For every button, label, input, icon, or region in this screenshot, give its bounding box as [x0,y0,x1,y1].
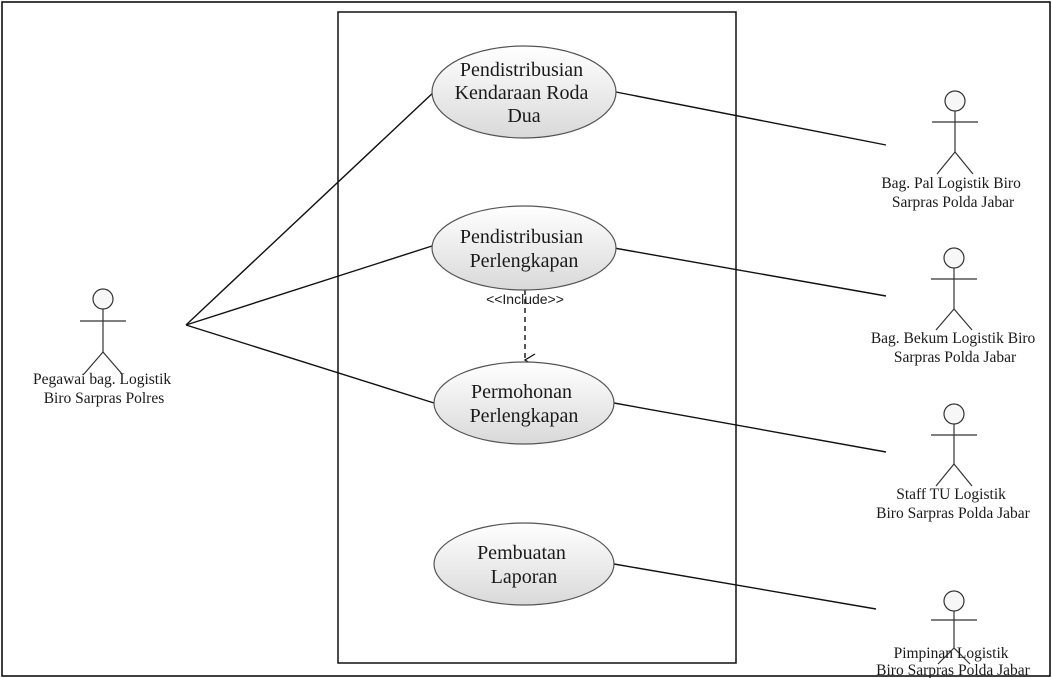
actor-label: Bag. Bekum Logistik Biro Sarpras Polda J… [871,330,1039,366]
use-case-ellipse [431,205,617,291]
assoc-a0-uc3 [185,324,435,404]
use-case-label: Permohonan Perlengkapan [470,381,579,427]
include-relationship: <<Include>> [486,290,564,367]
assoc-a0-uc2 [185,245,433,326]
assoc-a0-uc1 [185,89,437,326]
actor-a4: Pimpinan Logistik Biro Sarpras Polda Jab… [876,590,1031,678]
actor-label: Bag. Pal Logistik Biro Sarpras Polda Jab… [881,175,1024,211]
use-case-label: Pembuatan Laporan [477,542,571,588]
actor-label: Pegawai bag. Logistik Biro Sarpras Polre… [33,371,175,407]
assoc-uc4-a4 [613,563,877,610]
actor-label: Staff TU Logistik Biro Sarpras Polda Jab… [876,486,1031,522]
use-case-uc1: Pendistribusian Kendaraan Roda Dua [431,45,617,139]
actor-a2: Bag. Bekum Logistik Biro Sarpras Polda J… [871,247,1039,366]
actor-a3: Staff TU Logistik Biro Sarpras Polda Jab… [876,403,1031,522]
include-label: <<Include>> [486,291,564,307]
assoc-uc3-a3 [613,402,887,453]
right-associations [613,91,887,610]
assoc-uc1-a1 [615,91,887,146]
assoc-uc2-a2 [613,247,887,297]
system-boundary [337,11,737,664]
use-case-uc2: Pendistribusian Perlengkapan [431,205,617,291]
use-case-ellipse [431,45,617,139]
actor-figure-icon [80,288,126,375]
use-case-uc3: Permohonan Perlengkapan [433,361,615,445]
use-case-uc4: Pembuatan Laporan [433,522,615,606]
left-associations [185,89,437,404]
use-case-ellipse [433,361,615,445]
actor-figure-icon [931,247,977,331]
use-case-label: Pendistribusian Kendaraan Roda Dua [455,59,594,127]
use-case-ellipse [433,522,615,606]
actor-label: Pimpinan Logistik Biro Sarpras Polda Jab… [876,645,1031,678]
actor-a0: Pegawai bag. Logistik Biro Sarpras Polre… [33,288,175,407]
actor-figure-icon [932,90,978,175]
actor-figure-icon [931,403,977,487]
use-case-label: Pendistribusian Perlengkapan [460,226,588,272]
actor-figure-icon [931,590,977,665]
actor-a1: Bag. Pal Logistik Biro Sarpras Polda Jab… [881,90,1024,211]
